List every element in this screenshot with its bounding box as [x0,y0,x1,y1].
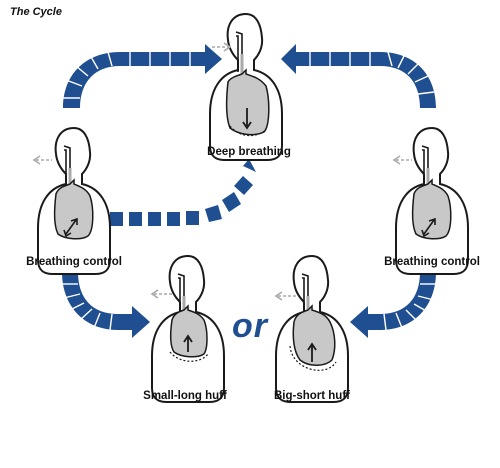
or-connector-label: or [232,307,268,345]
exhale-airflow-icon [274,291,296,301]
arrow-center-dashed [110,159,256,226]
label-breathing-control-right: Breathing control [384,256,480,268]
airflow-icon [392,155,412,165]
arrow-top-left [63,44,222,108]
label-big-short-huff: Big-short huff [273,390,350,402]
label-small-long-huff: Small-long huff [143,390,227,402]
figure-breathing-control-left [32,126,112,276]
arrow-bottom-left [62,272,150,338]
label-breathing-control-left: Breathing control [26,256,122,268]
diagram-title: The Cycle [10,6,62,18]
figure-big-short-huff [274,254,350,404]
inhale-airflow-icon [212,42,232,52]
airflow-icon [32,155,52,165]
exhale-airflow-icon [150,289,172,299]
figure-breathing-control-right [392,126,470,276]
figure-deep-breathing [208,12,284,162]
figure-small-long-huff [150,254,226,404]
label-deep-breathing: Deep breathing [207,146,291,158]
arrow-bottom-right [350,272,436,338]
arrow-top-right [281,44,436,108]
